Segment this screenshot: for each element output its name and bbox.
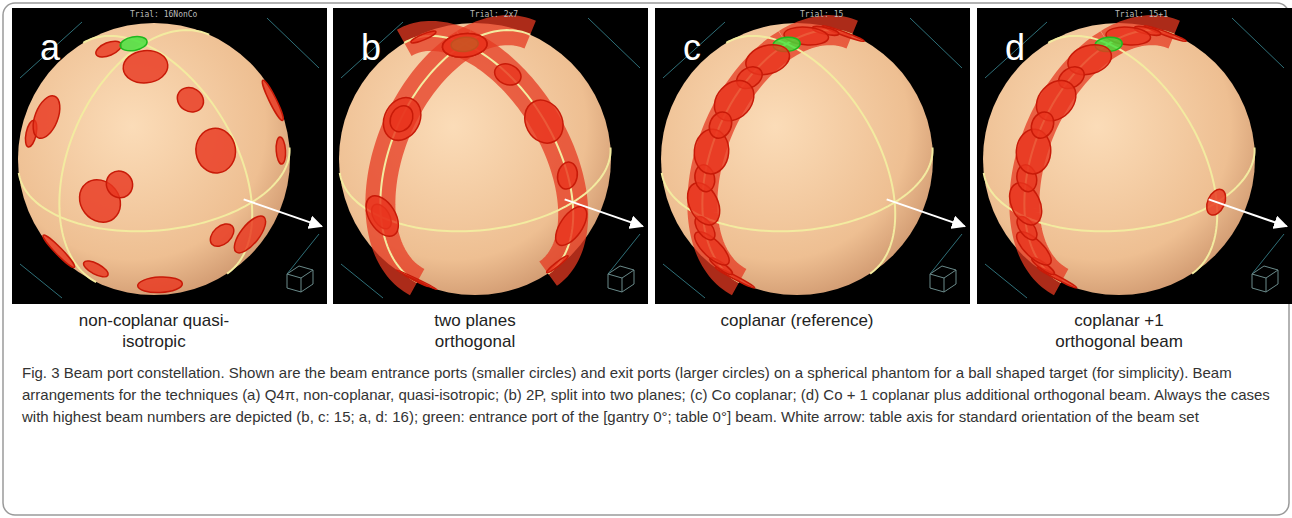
beam-port	[376, 91, 428, 147]
beam-port	[359, 190, 405, 242]
grid-line	[83, 36, 252, 274]
grid-line	[380, 30, 530, 282]
panel-background	[977, 8, 1292, 304]
beam-port	[206, 219, 238, 250]
beam-port	[101, 166, 138, 203]
table-axis-arrow	[887, 199, 965, 226]
beam-port	[41, 233, 77, 270]
panel-label: coplanar (reference)	[717, 310, 877, 331]
sphere-panel	[655, 8, 970, 304]
panel-letter: a	[40, 28, 60, 68]
sphere-panel	[12, 8, 327, 304]
beam-port	[1027, 108, 1058, 141]
beam-band	[404, 36, 573, 274]
beam-port	[81, 258, 110, 280]
beam-port	[545, 254, 569, 274]
beam-port	[517, 93, 570, 150]
trial-label: Trial: 15	[800, 10, 843, 20]
trial-label: Trial: 16NonCo	[130, 10, 197, 20]
beam-port	[441, 32, 488, 59]
beam-port	[386, 102, 418, 136]
panel-letter: d	[1005, 28, 1025, 68]
beam-port	[229, 211, 271, 258]
beam-port	[492, 60, 525, 89]
beam-port	[550, 201, 593, 250]
spherical-phantom	[18, 23, 290, 295]
panel-background	[12, 8, 327, 304]
grid-line	[1048, 36, 1217, 274]
grid-line	[404, 36, 573, 274]
beam-port	[705, 108, 736, 141]
spherical-phantom	[983, 23, 1255, 295]
figure-caption: Fig. 3 Beam port constellation. Shown ar…	[22, 362, 1272, 428]
table-axis-arrow	[244, 199, 322, 226]
axis-cube	[1252, 266, 1278, 292]
panel-background	[333, 8, 648, 304]
beam-band	[380, 30, 530, 282]
spherical-phantom	[339, 23, 611, 295]
panel-label: non-coplanar quasi-isotropic	[74, 310, 234, 352]
beam-port	[122, 49, 169, 85]
panel-background	[655, 8, 970, 304]
spherical-phantom	[661, 23, 933, 295]
table-axis-arrow	[565, 199, 643, 226]
panel-letter: b	[361, 28, 381, 68]
grid-line	[726, 36, 895, 274]
beam-port	[173, 83, 208, 117]
beam-port	[396, 269, 437, 290]
panel-label: two planes orthogonal	[395, 310, 555, 352]
panel-letter: c	[683, 28, 701, 68]
beam-port	[193, 126, 238, 176]
beam-port	[28, 92, 65, 142]
beam-port	[260, 79, 286, 122]
beam-port	[441, 32, 488, 59]
beam-port	[94, 38, 124, 60]
table-axis-arrow	[1209, 199, 1287, 226]
trial-label: Trial: 2x7	[470, 10, 518, 20]
beam-port	[555, 161, 579, 191]
beam-port	[410, 29, 437, 45]
panel-label: coplanar +1 orthogonal beam	[1039, 310, 1199, 352]
grid-line	[19, 148, 290, 232]
grid-line	[59, 30, 209, 282]
sphere-panel	[977, 8, 1292, 304]
axis-cube	[608, 266, 634, 292]
beam-port	[275, 137, 286, 165]
axis-cube	[287, 266, 313, 292]
trial-label: Trial: 15+1	[1115, 10, 1168, 20]
axis-cube	[930, 266, 956, 292]
figure-frame	[3, 3, 1289, 515]
sphere-panel	[333, 8, 648, 304]
beam-port	[137, 276, 182, 294]
